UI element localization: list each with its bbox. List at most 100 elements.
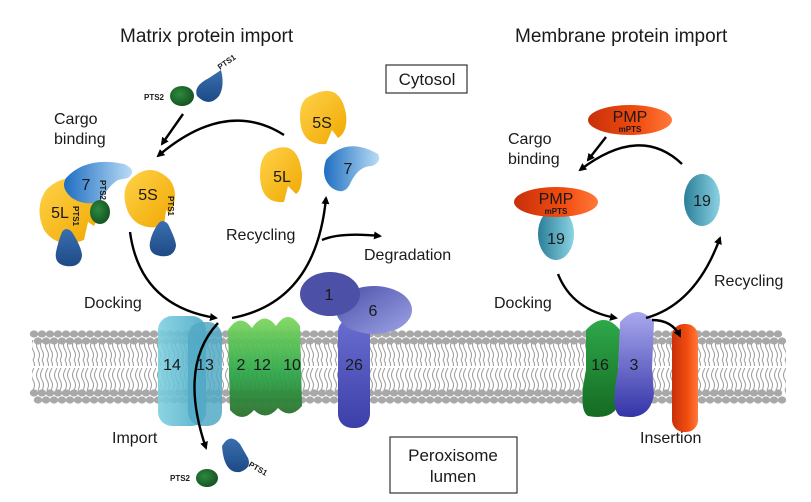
lipid-head bbox=[529, 396, 539, 404]
lipid-head bbox=[433, 337, 443, 345]
pts1-cargo-bound-left bbox=[55, 229, 82, 267]
lipid-head bbox=[737, 396, 747, 404]
lipid-head bbox=[77, 330, 87, 338]
lipid-head bbox=[477, 389, 487, 397]
lipid-head bbox=[561, 396, 571, 404]
lipid-head bbox=[405, 389, 415, 397]
pts1-cargo-bound-5s bbox=[149, 221, 176, 257]
lipid-head bbox=[377, 396, 387, 404]
lipid-head bbox=[517, 330, 527, 338]
lipid-head bbox=[553, 337, 563, 345]
lipid-head bbox=[41, 396, 51, 404]
pex19-free-label: 19 bbox=[693, 193, 711, 210]
lipid-head bbox=[57, 396, 67, 404]
lipid-head bbox=[449, 337, 459, 345]
membrane-recycling-label: Recycling bbox=[714, 273, 783, 290]
membrane-cargo-binding-label-1: Cargo bbox=[508, 131, 552, 148]
lipid-head bbox=[729, 396, 739, 404]
lipid-head bbox=[117, 330, 127, 338]
lipid-head bbox=[701, 330, 711, 338]
lipid-head bbox=[97, 337, 107, 345]
pts2-cargo-imported bbox=[196, 469, 218, 487]
lipid-head bbox=[745, 396, 755, 404]
lipid-head bbox=[317, 330, 327, 338]
lipid-head bbox=[37, 330, 47, 338]
docking-arrow-matrix bbox=[128, 231, 218, 322]
pex19-recycle-arrow-top bbox=[578, 144, 683, 172]
lipid-head bbox=[409, 396, 419, 404]
lipid-head bbox=[573, 389, 583, 397]
mpts-bound-label: mPTS bbox=[545, 207, 568, 216]
lumen-label-line1: Peroxisome bbox=[408, 446, 498, 465]
lipid-head bbox=[765, 330, 775, 338]
lipid-head bbox=[777, 337, 787, 345]
lipid-head bbox=[85, 389, 95, 397]
lipid-head bbox=[57, 337, 67, 345]
lipid-head bbox=[145, 337, 155, 345]
lipid-head bbox=[425, 337, 435, 345]
matrix-recycling-label: Recycling bbox=[226, 227, 295, 244]
lipid-head bbox=[569, 337, 579, 345]
lipid-head bbox=[149, 330, 159, 338]
lipid-head bbox=[145, 396, 155, 404]
lipid-head bbox=[121, 396, 131, 404]
lipid-head bbox=[397, 389, 407, 397]
lipid-head bbox=[437, 389, 447, 397]
lipid-head bbox=[557, 330, 567, 338]
lipid-head bbox=[121, 337, 131, 345]
pex5l-free-label: 5L bbox=[273, 169, 291, 186]
lipid-head bbox=[61, 330, 71, 338]
lipid-head bbox=[29, 389, 39, 397]
matrix-docking-label: Docking bbox=[84, 295, 142, 312]
pmp-bound-label: PMP bbox=[539, 191, 574, 208]
lipid-head bbox=[721, 337, 731, 345]
pts1-tag-bound-5s: PTS1 bbox=[166, 196, 175, 217]
lipid-head bbox=[653, 389, 663, 397]
lipid-head bbox=[45, 330, 55, 338]
lipid-head bbox=[765, 389, 775, 397]
lipid-head bbox=[493, 330, 503, 338]
lipid-head bbox=[313, 337, 323, 345]
pex5s-bound-label: 5S bbox=[138, 187, 158, 204]
degradation-arrow bbox=[321, 231, 382, 242]
lipid-head bbox=[489, 337, 499, 345]
lipid-head bbox=[713, 337, 723, 345]
lipid-head bbox=[725, 330, 735, 338]
lipid-head bbox=[129, 396, 139, 404]
lipid-head bbox=[505, 337, 515, 345]
lipid-head bbox=[73, 396, 83, 404]
lipid-head bbox=[417, 396, 427, 404]
lipid-head bbox=[741, 330, 751, 338]
lipid-head bbox=[401, 396, 411, 404]
lipid-head bbox=[485, 389, 495, 397]
pmp-bound bbox=[514, 187, 598, 217]
lipid-head bbox=[745, 337, 755, 345]
pex5l-free bbox=[260, 147, 302, 203]
pts1-cargo-imported bbox=[222, 438, 249, 473]
lipid-head bbox=[465, 337, 475, 345]
lipid-head bbox=[305, 396, 315, 404]
lipid-head bbox=[221, 389, 231, 397]
pex6-label: 6 bbox=[369, 303, 378, 320]
lipid-head bbox=[773, 330, 783, 338]
lipid-head bbox=[105, 396, 115, 404]
lipid-head bbox=[313, 396, 323, 404]
lipid-head bbox=[137, 396, 147, 404]
lipid-head bbox=[721, 396, 731, 404]
lipid-head bbox=[717, 389, 727, 397]
lipid-head bbox=[729, 337, 739, 345]
lipid-head bbox=[489, 396, 499, 404]
lipid-head bbox=[413, 330, 423, 338]
lipid-head bbox=[477, 330, 487, 338]
lipid-head bbox=[33, 396, 43, 404]
lipid-head bbox=[453, 330, 463, 338]
lipid-head bbox=[81, 337, 91, 345]
degradation-label: Degradation bbox=[364, 247, 451, 264]
lipid-head bbox=[445, 330, 455, 338]
pex7-bound bbox=[64, 161, 133, 204]
lipid-head bbox=[389, 389, 399, 397]
lipid-head bbox=[509, 389, 519, 397]
pex14-label: 14 bbox=[163, 357, 181, 374]
pex7-free bbox=[324, 146, 380, 192]
lipid-head bbox=[709, 389, 719, 397]
